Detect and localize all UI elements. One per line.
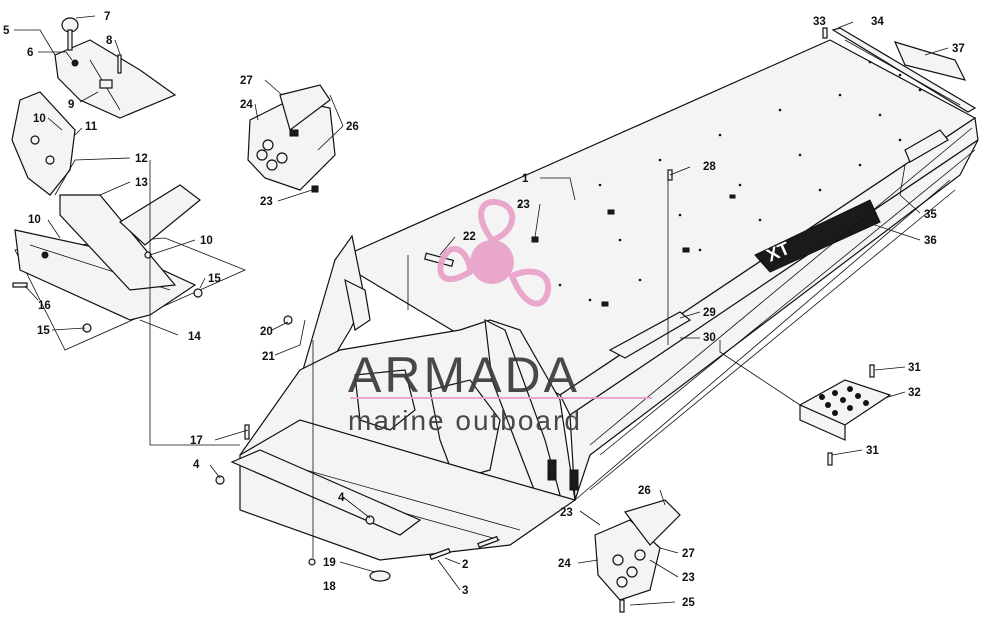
callout-labels: 5 6 7 8 9 10 11 12 13 10 10 15 16 15 14 … [3,11,965,609]
callout-32: 32 [908,387,921,399]
callout-30: 30 [703,332,716,344]
callout-4: 4 [193,459,200,471]
callout-10-b: 10 [28,214,41,226]
callout-22: 22 [463,231,476,243]
callout-21: 21 [262,351,275,363]
callout-13: 13 [135,177,148,189]
callout-23-c: 23 [560,507,573,519]
callout-11: 11 [85,121,98,133]
callout-17: 17 [190,435,203,447]
callout-15: 15 [208,273,221,285]
callout-37: 37 [952,43,965,55]
steering-cover-group [54,17,177,119]
callout-29: 29 [703,307,716,319]
tunnel-chassis: XT [230,39,979,561]
callout-6: 6 [27,47,33,59]
callout-24: 24 [240,99,253,111]
callout-14: 14 [188,331,201,343]
callout-15-b: 15 [37,325,50,337]
callout-26-b: 26 [638,485,651,497]
callout-31: 31 [908,362,921,374]
callout-16: 16 [38,300,51,312]
callout-7: 7 [104,11,110,23]
left-bracket-group [11,91,247,351]
leader-lines [14,15,949,606]
callout-26: 26 [346,121,359,133]
callout-4-b: 4 [338,492,345,504]
callout-24-b: 24 [558,558,571,570]
callout-18: 18 [323,581,336,593]
callout-33: 33 [813,16,826,28]
callout-31-b: 31 [866,445,879,457]
callout-10-c: 10 [200,235,213,247]
upper-heat-shield-group [247,84,336,193]
callout-12: 12 [135,153,148,165]
callout-5: 5 [3,25,10,37]
callout-23-b: 23 [517,199,530,211]
watermark-brand: ARMADA [348,347,580,403]
callout-36: 36 [924,235,937,247]
callout-34: 34 [871,16,884,28]
armada-watermark: ARMADA marine outboard [348,198,652,436]
callout-1: 1 [522,173,529,185]
callout-19: 19 [323,557,336,569]
callout-27-b: 27 [682,548,695,560]
callout-9: 9 [68,99,74,111]
callout-23-d: 23 [682,572,695,584]
callout-3: 3 [462,585,468,597]
footrest-plate [798,379,892,441]
callout-25: 25 [682,597,695,609]
rear-flap-assembly [831,27,977,113]
callout-35: 35 [924,209,937,221]
callout-28: 28 [703,161,716,173]
callout-10: 10 [33,113,46,125]
side-panel [589,127,976,456]
propeller-logo [437,198,552,307]
callout-23: 23 [260,196,273,208]
callout-27: 27 [240,75,253,87]
callout-2: 2 [462,559,468,571]
lower-heat-shield-group [594,499,681,601]
callout-20: 20 [260,326,273,338]
tunnel-rivets [518,60,922,302]
callout-8: 8 [106,35,113,47]
watermark-tagline: marine outboard [348,405,582,436]
